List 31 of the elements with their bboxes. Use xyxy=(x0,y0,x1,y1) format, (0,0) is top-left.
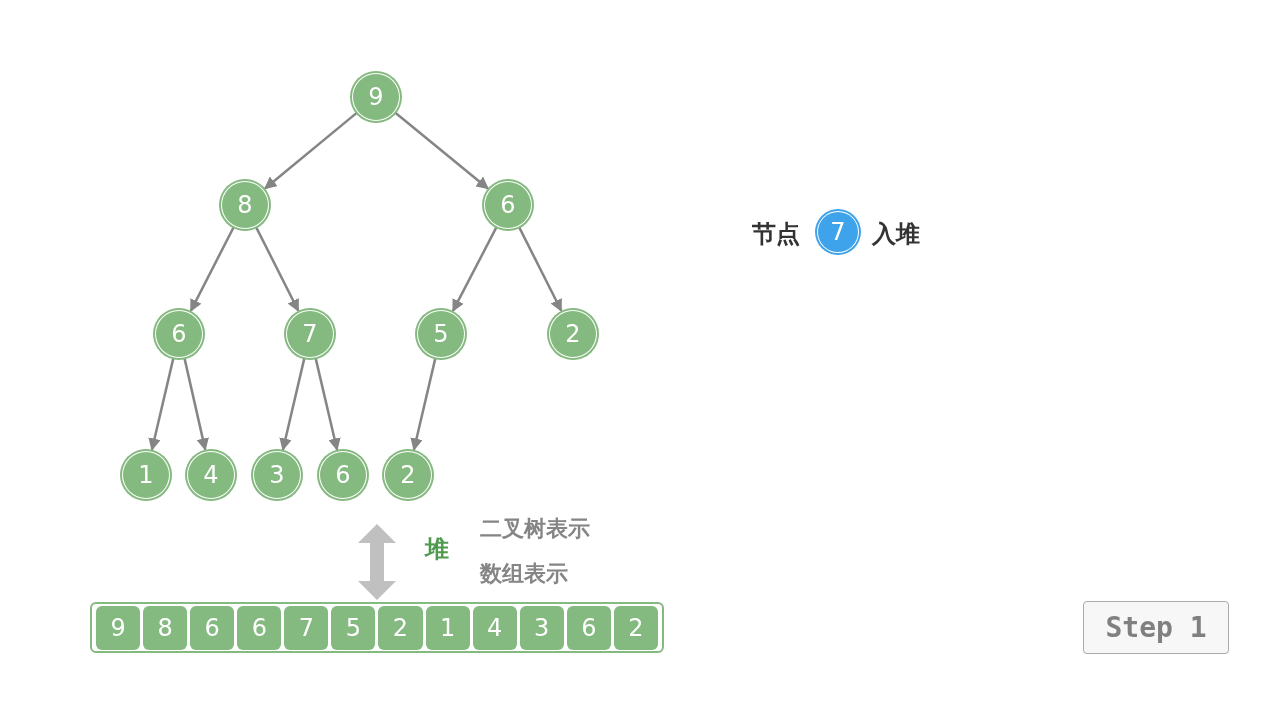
array-cell: 2 xyxy=(613,605,658,650)
array-cell: 7 xyxy=(284,605,329,650)
arrow xyxy=(189,226,235,312)
array-cell: 6 xyxy=(566,605,611,650)
array-container xyxy=(90,602,664,653)
arrow xyxy=(314,358,341,451)
arrow xyxy=(518,226,563,312)
step-indicator: Step 1 xyxy=(1083,601,1229,654)
label-text: 二叉树表示 xyxy=(480,515,590,543)
label-text: 数组表示 xyxy=(480,560,568,588)
arrow xyxy=(279,358,306,451)
arrow xyxy=(394,111,489,190)
label-text: 节点 xyxy=(752,219,800,250)
arrow xyxy=(183,358,209,451)
array-cell: 2 xyxy=(378,605,423,650)
array-cell: 8 xyxy=(143,605,188,650)
arrow xyxy=(255,226,300,312)
array-cell: 9 xyxy=(96,605,141,650)
array-cell: 6 xyxy=(237,605,282,650)
label-text: 入堆 xyxy=(872,219,920,250)
arrow xyxy=(451,226,498,313)
array-cell: 1 xyxy=(425,605,470,650)
array-cell: 3 xyxy=(519,605,564,650)
arrow xyxy=(264,111,358,190)
array-cell: 6 xyxy=(190,605,235,650)
double-arrow xyxy=(358,524,396,600)
arrow xyxy=(410,358,437,451)
arrow xyxy=(148,358,175,451)
array-cell: 5 xyxy=(331,605,376,650)
label-text: 堆 xyxy=(425,534,449,565)
array-cell: 4 xyxy=(472,605,517,650)
